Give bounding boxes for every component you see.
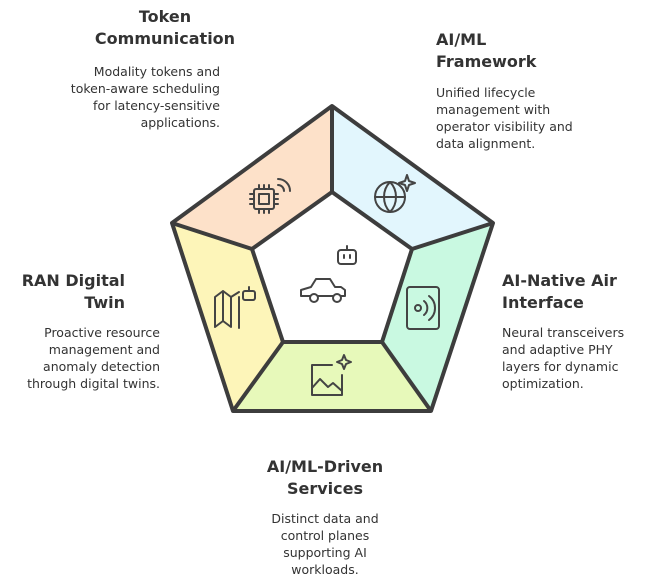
car-robot-icon [300, 245, 357, 303]
desc-ran-digital-twin: Proactive resource management and anomal… [27, 325, 160, 391]
globe-sparkle-icon [374, 174, 416, 213]
segment-ai-ml-framework [332, 106, 493, 249]
signal-box-icon [406, 286, 440, 330]
desc-ai-native-air-interface: Neural transceivers and adaptive PHY lay… [502, 325, 625, 391]
title-ai-ml-framework: AI/ML Framework [436, 30, 537, 71]
segment-ran-digital-twin [172, 223, 283, 411]
segment-ai-native-air-interface [382, 223, 493, 411]
segment-ai-ml-driven-services [233, 342, 431, 411]
desc-token-communication: Modality tokens and token-aware scheduli… [70, 64, 220, 130]
title-token-communication: Token Communication [94, 7, 236, 48]
title-ai-ml-driven-services: AI/ML-Driven Services [266, 457, 384, 498]
title-ran-digital-twin: RAN Digital Twin [21, 271, 125, 312]
center-pentagon [252, 192, 412, 342]
image-sparkle-icon [311, 354, 352, 396]
segment-token-communication [172, 106, 332, 249]
outline [170, 104, 495, 413]
desc-ai-ml-framework: Unified lifecycle management with operat… [436, 85, 573, 151]
chip-wireless-icon [249, 178, 291, 214]
title-ai-native-air-interface: AI-Native Air Interface [502, 271, 617, 312]
desc-ai-ml-driven-services: Distinct data and control planes support… [271, 511, 379, 577]
map-robot-icon [214, 286, 256, 329]
